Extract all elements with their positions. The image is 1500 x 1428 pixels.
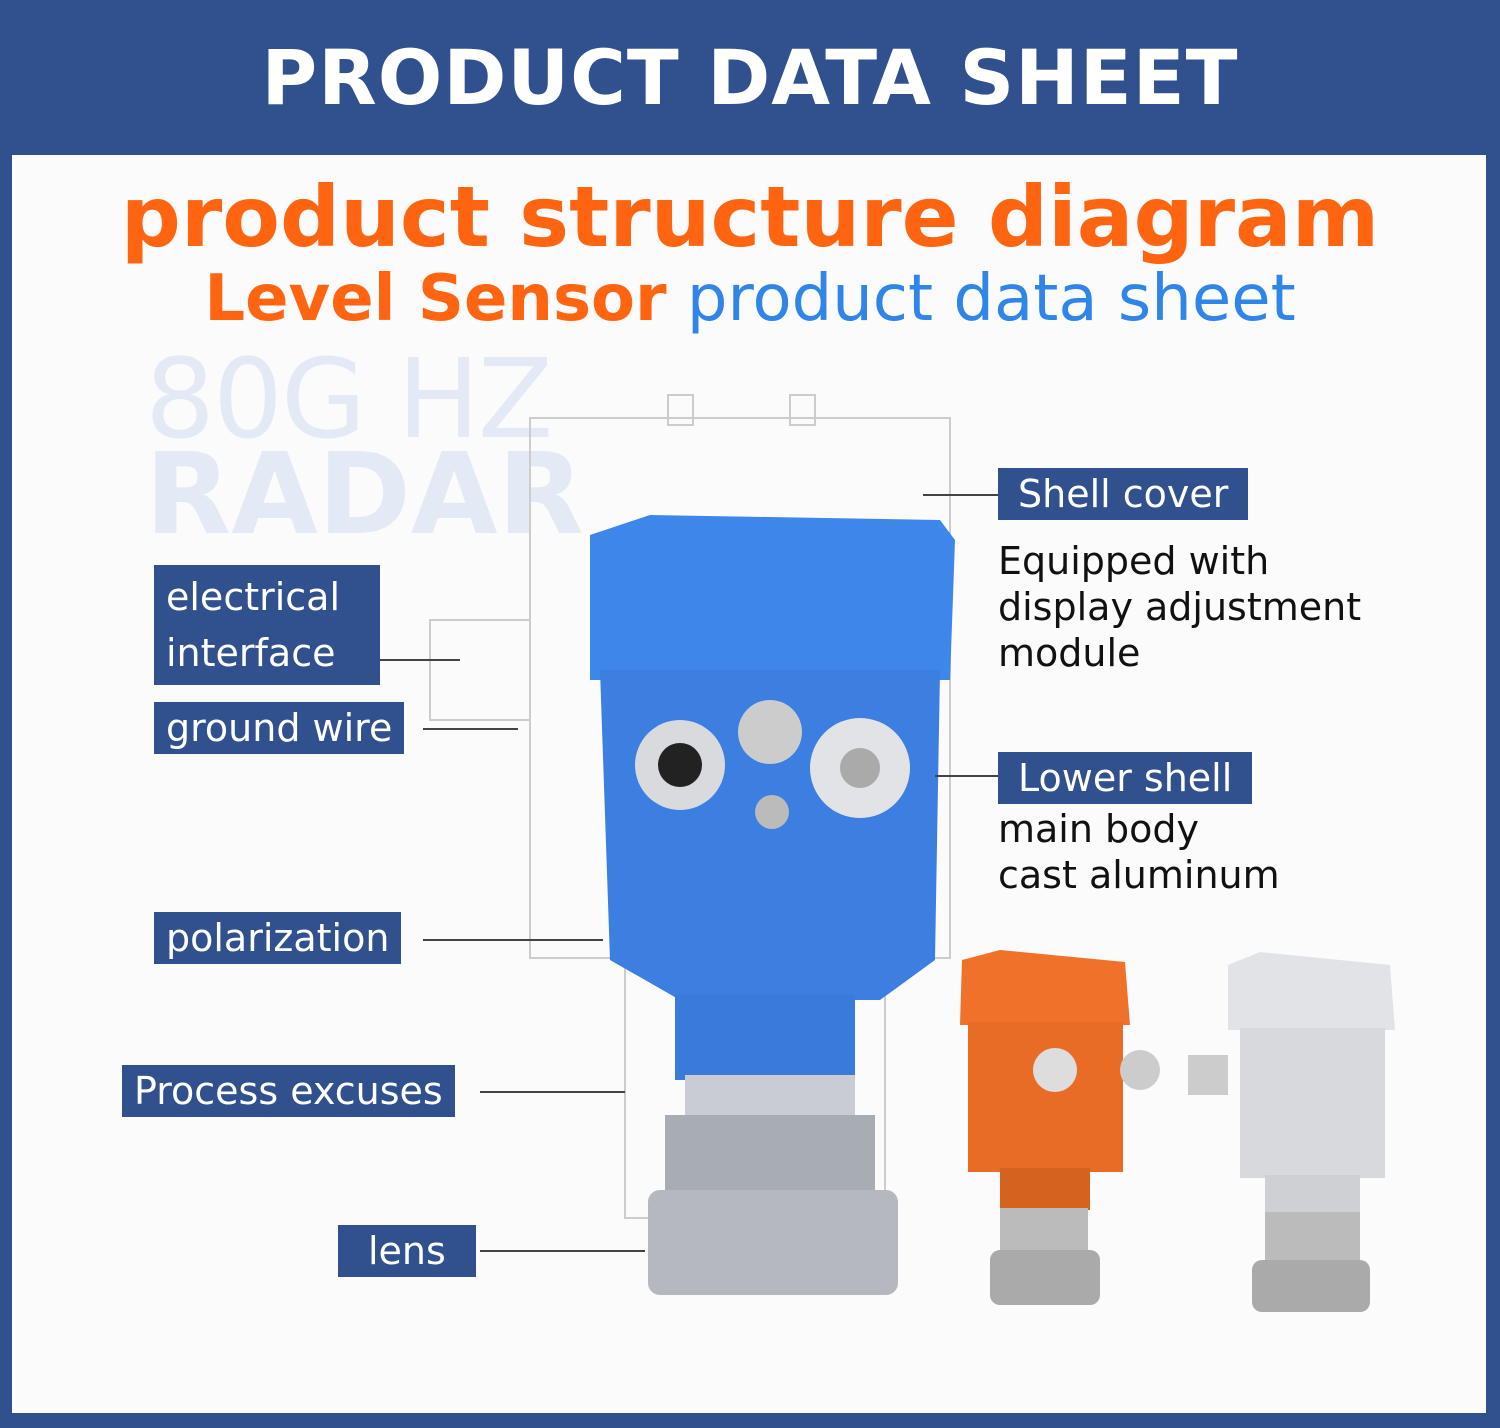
desc-line: module <box>998 631 1141 675</box>
label-process: Process excuses <box>122 1065 455 1117</box>
label-lens: lens <box>338 1225 476 1277</box>
grey-sensor <box>1188 952 1395 1312</box>
blue-sensor <box>590 515 955 1295</box>
label-shell-cover: Shell cover <box>998 468 1249 520</box>
orange-sensor <box>960 950 1160 1305</box>
lower-shell-description: main body cast aluminum <box>998 806 1280 898</box>
leader-line <box>380 659 460 661</box>
leader-line <box>480 1250 645 1252</box>
leader-line <box>935 775 998 777</box>
subtitle-sheet: product data sheet <box>686 262 1296 336</box>
subtitle: Level Sensor product data sheet <box>0 262 1500 336</box>
desc-line: main body <box>998 807 1200 851</box>
main-title: product structure diagram <box>120 168 1380 266</box>
leader-line <box>480 1091 625 1093</box>
desc-line: cast aluminum <box>998 853 1280 897</box>
desc-line: display adjustment <box>998 585 1362 629</box>
shell-cover-description: Equipped with display adjustment module <box>998 538 1361 676</box>
leader-line <box>923 494 998 496</box>
watermark-radar: RADAR <box>145 430 584 560</box>
desc-line: Equipped with <box>998 539 1270 583</box>
header-title: PRODUCT DATA SHEET <box>261 33 1239 122</box>
leader-line <box>423 728 518 730</box>
leader-line <box>423 939 603 941</box>
subtitle-product: Level Sensor <box>204 262 667 336</box>
watermark-frequency: 80G HZ <box>145 335 553 463</box>
label-ground-wire: ground wire <box>154 702 405 754</box>
label-lower-shell: Lower shell <box>998 752 1253 804</box>
label-electrical-interface: electrical interface <box>154 565 380 685</box>
label-polarization: polarization <box>154 912 402 964</box>
